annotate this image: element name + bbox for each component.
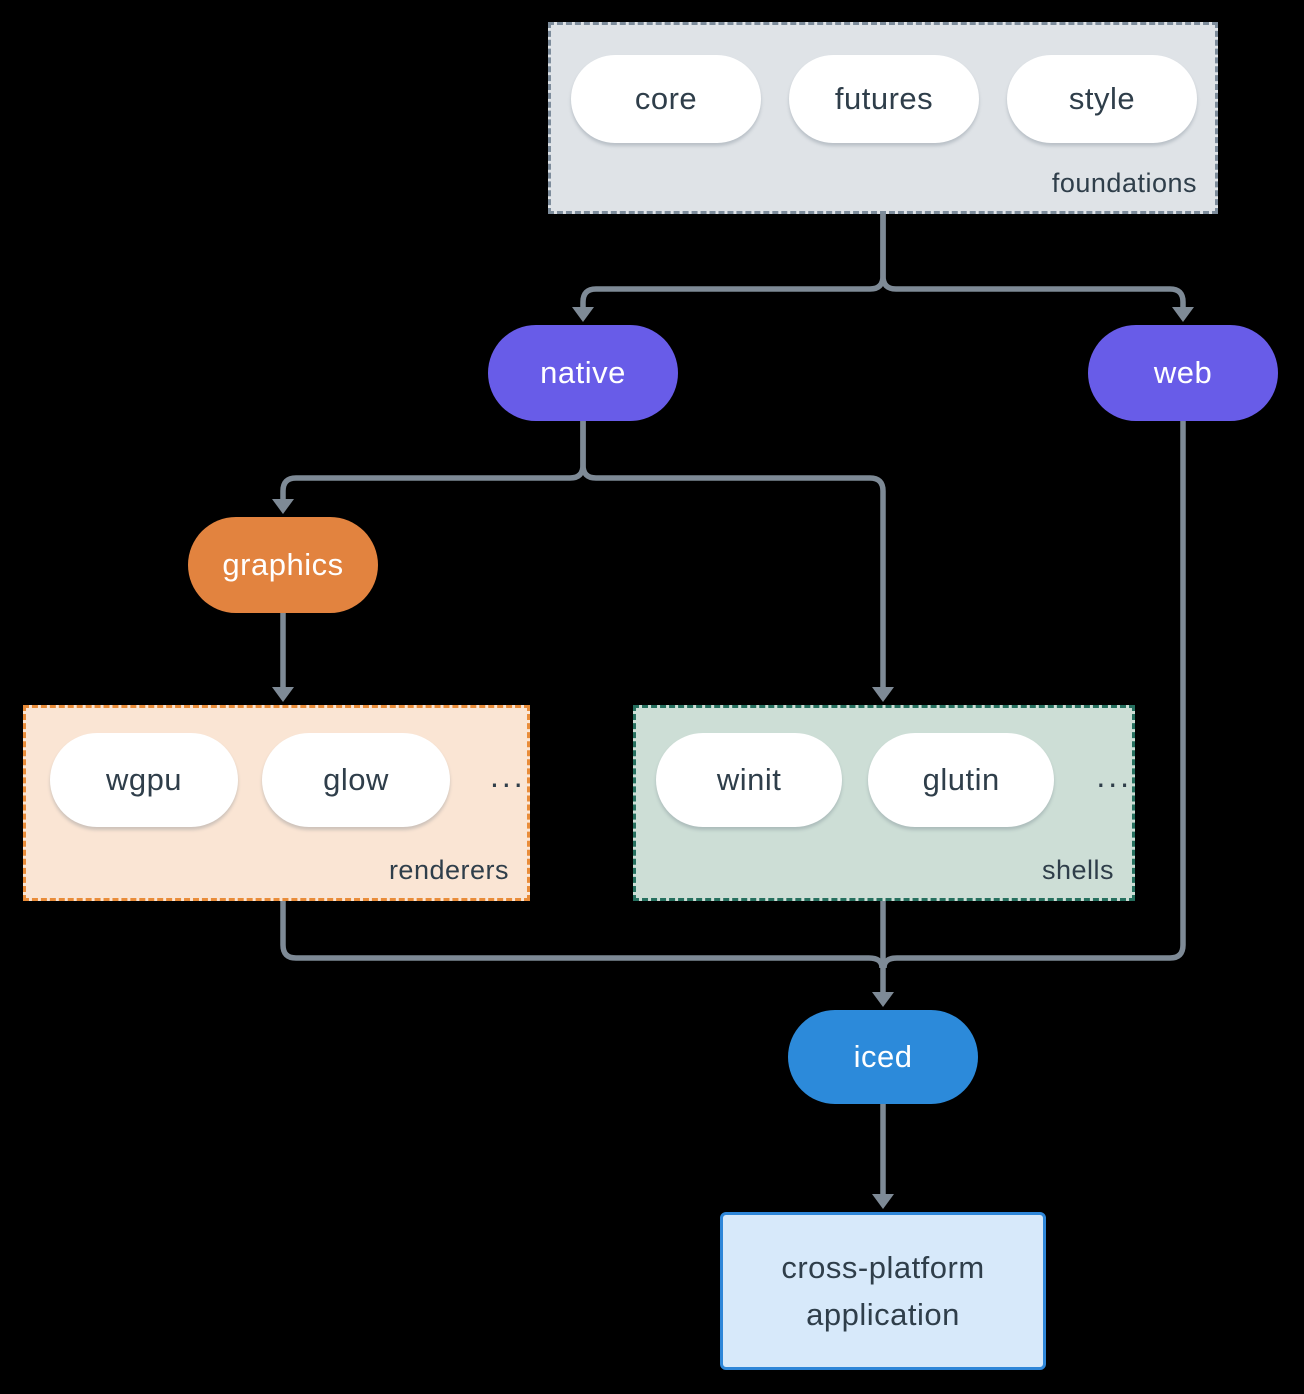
arrowhead-graphics — [272, 499, 294, 514]
group-foundations: core futures style foundations — [548, 22, 1218, 214]
shells-ellipsis: ... — [1096, 757, 1132, 794]
node-style: style — [1007, 55, 1197, 143]
renderers-pill-row: wgpu glow ... — [26, 708, 527, 827]
group-shells: winit glutin ... shells — [633, 705, 1135, 901]
edge-foundations-to-native — [580, 214, 886, 309]
node-glutin: glutin — [868, 733, 1055, 827]
shells-pill-row: winit glutin ... — [636, 708, 1132, 827]
node-wgpu: wgpu — [50, 733, 238, 827]
node-application: cross-platform application — [720, 1212, 1046, 1370]
node-web: web — [1088, 325, 1278, 421]
edge-native-to-graphics — [280, 421, 586, 501]
arrowhead-renderers — [272, 687, 294, 702]
node-core: core — [571, 55, 761, 143]
arrowhead-application — [872, 1194, 894, 1209]
group-label-renderers: renderers — [388, 855, 509, 885]
node-futures: futures — [789, 55, 979, 143]
foundations-pill-row: core futures style — [551, 25, 1215, 143]
edge-renderers-to-iced — [280, 901, 885, 969]
application-label-line1: cross-platform — [781, 1250, 985, 1285]
group-renderers: wgpu glow ... renderers — [23, 705, 530, 901]
node-glow: glow — [262, 733, 450, 827]
arrowhead-web — [1172, 307, 1194, 322]
node-graphics: graphics — [188, 517, 378, 613]
group-label-foundations: foundations — [1051, 168, 1197, 198]
arrowhead-native — [572, 307, 594, 322]
edge-native-to-shells — [580, 421, 886, 689]
renderers-ellipsis: ... — [490, 757, 526, 794]
arrowhead-iced — [872, 992, 894, 1007]
arrowhead-shells — [872, 687, 894, 702]
node-native: native — [488, 325, 678, 421]
node-iced: iced — [788, 1010, 978, 1104]
edge-foundations-to-web — [880, 214, 1186, 309]
node-winit: winit — [656, 733, 843, 827]
application-label-line2: application — [806, 1297, 960, 1332]
group-label-shells: shells — [1041, 855, 1114, 885]
